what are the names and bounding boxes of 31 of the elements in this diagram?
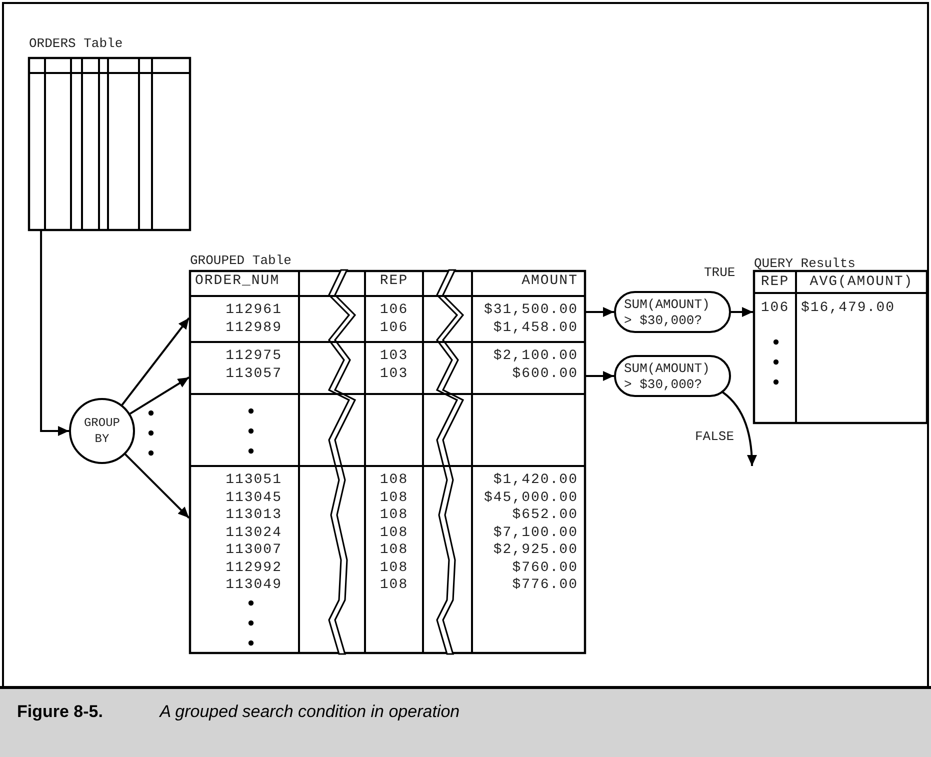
column-header: REP [380, 273, 408, 290]
column-header: AVG(AMOUNT) [810, 274, 914, 292]
table-title: ORDERS Table [29, 36, 123, 51]
amounts: $1,420.00 $45,000.00 $652.00 $7,100.00 $2,925.00 $760.00 $776.00 [484, 472, 578, 594]
order-numbers: 113051 113045 113013 113024 113007 112992 113049 [226, 472, 282, 594]
arrow [586, 371, 614, 381]
rep-numbers: 103 103 [380, 348, 408, 383]
column-header: AMOUNT [522, 273, 578, 290]
column-header: ORDER_NUM [195, 273, 280, 290]
result-value: $16,479.00 [801, 300, 896, 318]
amounts: $2,100.00 $600.00 [493, 348, 578, 383]
result-value: 106 [760, 300, 790, 318]
order-numbers: 112961 112989 [226, 302, 282, 337]
table-title: GROUPED Table [190, 253, 292, 268]
node-text: GROUP BY [84, 415, 120, 447]
process-circle [69, 398, 135, 464]
decision-pill: SUM(AMOUNT) > $30,000? [614, 291, 731, 333]
column-header: REP [760, 274, 790, 292]
order-numbers: 112975 113057 [226, 348, 282, 383]
rep-numbers: 108 108 108 108 108 108 108 [380, 472, 408, 594]
arrow [586, 307, 614, 317]
amounts: $31,500.00 $1,458.00 [484, 302, 578, 337]
arrow [121, 317, 190, 406]
arrow [731, 307, 753, 317]
figure-caption: Figure 8-5. A grouped search condition in operation [17, 702, 460, 722]
arrow [40, 231, 69, 436]
table-title: QUERY Results [754, 256, 856, 271]
rep-numbers: 106 106 [380, 302, 408, 337]
arrow [130, 376, 190, 415]
decision-pill: SUM(AMOUNT) > $30,000? [614, 355, 731, 397]
arrow [124, 454, 190, 519]
